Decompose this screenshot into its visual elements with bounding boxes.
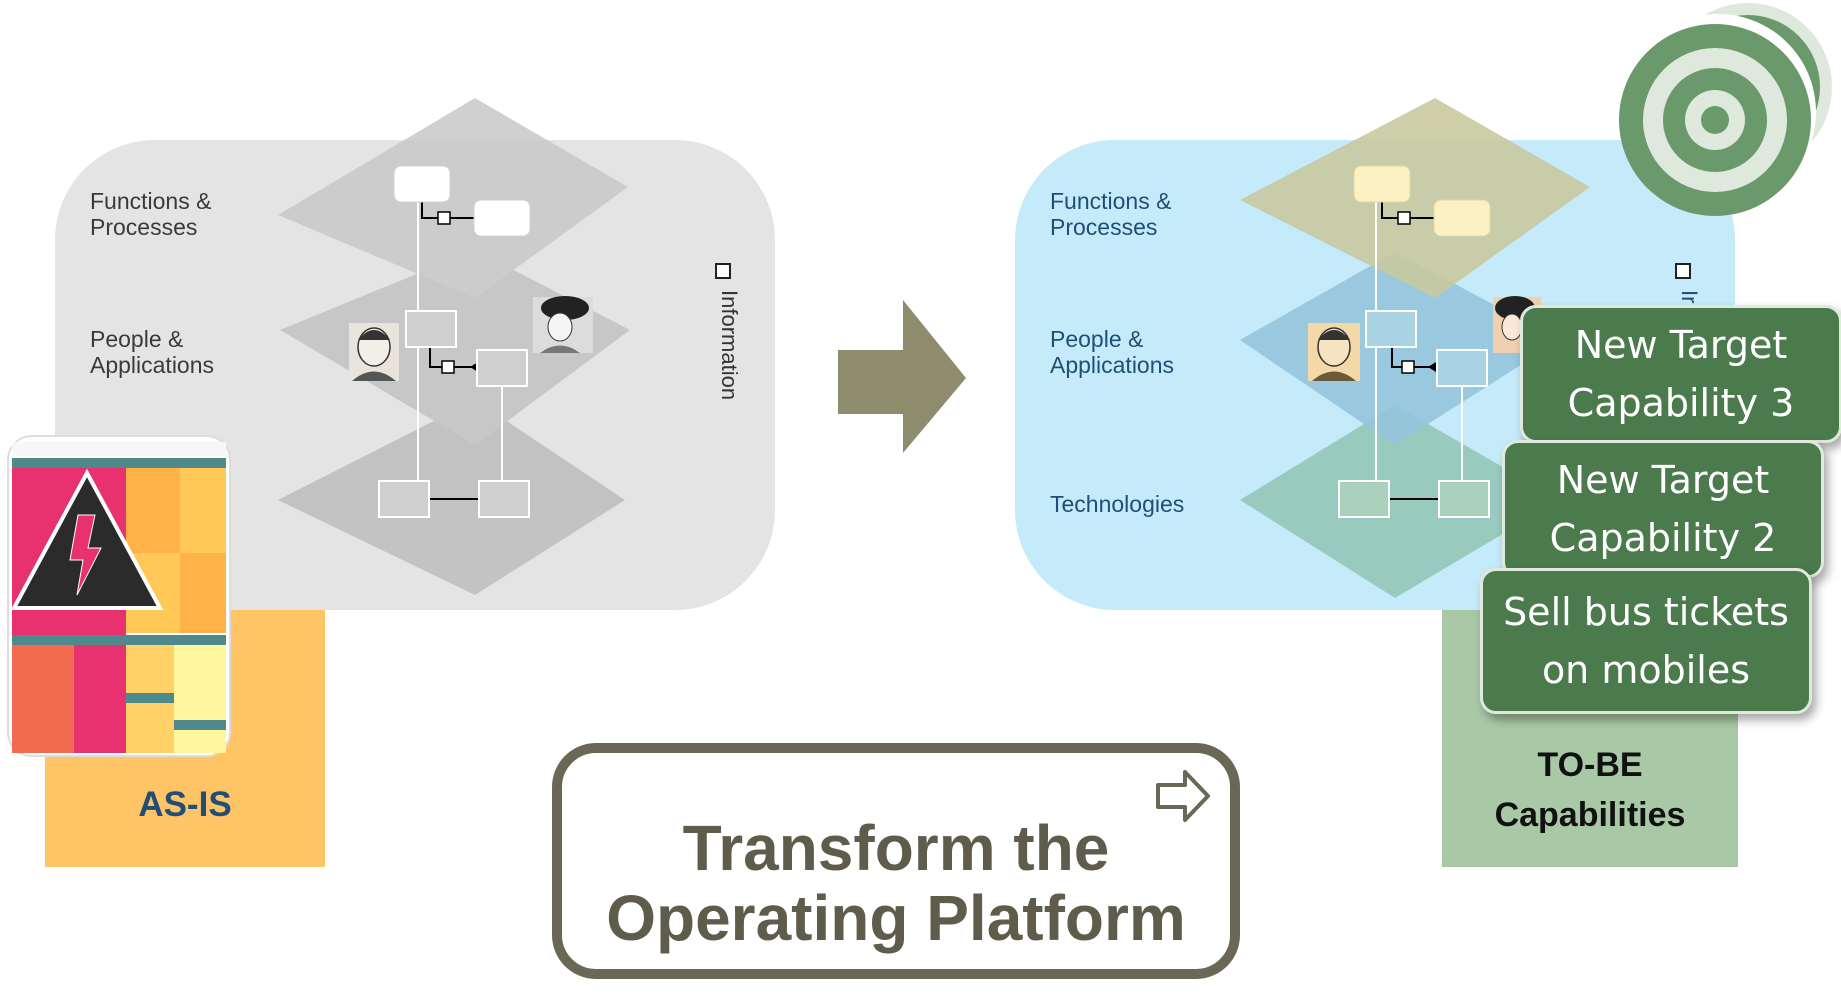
as-is-tech-box-1 [378, 480, 430, 518]
to-be-diamond-technologies [1240, 405, 1560, 598]
to-be-footer-label: TO-BE Capabilities [1494, 746, 1686, 834]
as-is-diamond-functions [278, 98, 628, 298]
to-be-function-box-1 [1353, 165, 1411, 203]
transform-platform-callout: Transform the Operating Platform [552, 743, 1240, 979]
to-be-tech-box-1 [1338, 480, 1390, 518]
target-icon [1619, 3, 1832, 216]
as-is-flow-2 [429, 348, 478, 374]
as-is-function-box-1 [393, 165, 451, 203]
as-is-label-functions: Functions & Processes [90, 188, 212, 240]
as-is-information-label: Information [717, 290, 742, 401]
to-be-label-people: People & Applications [1050, 326, 1175, 378]
as-is-diamond-technologies [278, 400, 625, 595]
as-is-app-box-1 [405, 310, 457, 348]
to-be-portrait-man [1308, 323, 1360, 381]
to-be-information-label: Ir [1677, 290, 1702, 304]
as-is-app-box-2 [476, 349, 528, 387]
warning-heatmap-card [7, 435, 231, 757]
to-be-app-box-2 [1436, 349, 1488, 387]
to-be-label-functions: Functions & Processes [1050, 188, 1172, 240]
to-be-diamond-functions [1240, 98, 1590, 298]
as-is-footer-label: AS-IS [138, 785, 232, 824]
as-is-portrait-man [349, 323, 399, 381]
to-be-app-box-1 [1365, 310, 1417, 348]
to-be-layer-stack [1240, 98, 1590, 598]
to-be-legend-box [1675, 263, 1691, 279]
to-be-flow-2 [1391, 348, 1436, 374]
to-be-tech-box-2 [1438, 480, 1490, 518]
cta-title: Transform the Operating Platform [606, 812, 1186, 954]
to-be-label-technologies: Technologies [1050, 491, 1185, 517]
as-is-label-people: People & Applications [90, 326, 215, 378]
transform-arrow [838, 300, 966, 453]
to-be-function-box-2 [1433, 199, 1491, 237]
to-be-diamond-people [1240, 252, 1560, 445]
as-is-legend-box [715, 263, 731, 279]
as-is-tech-box-2 [478, 480, 530, 518]
as-is-function-box-2 [473, 199, 531, 237]
as-is-portrait-woman [533, 296, 593, 353]
